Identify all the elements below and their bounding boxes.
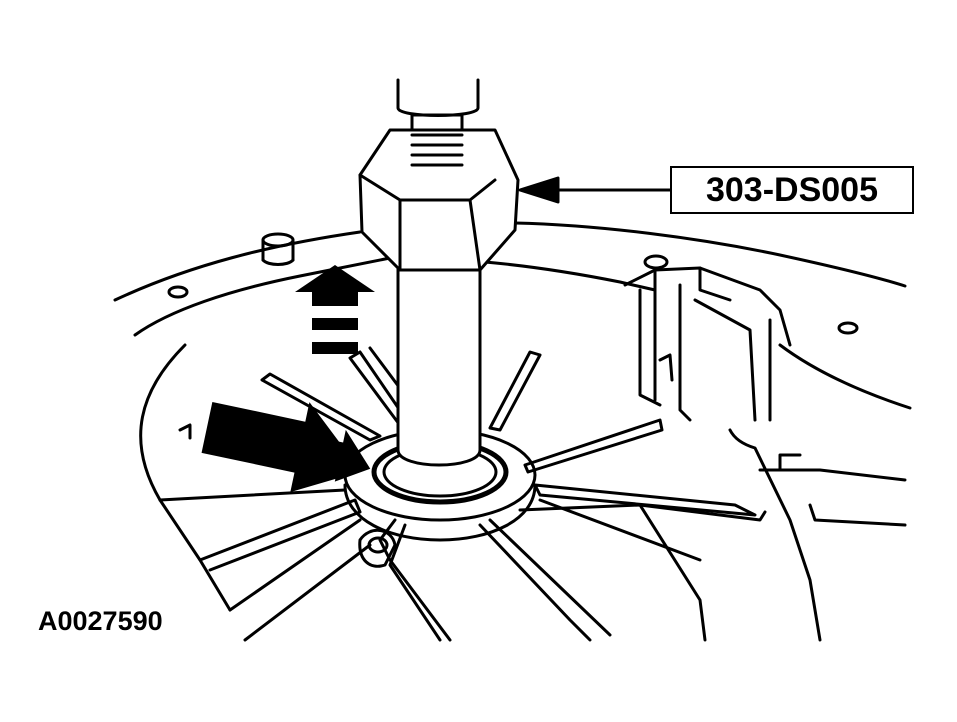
dowel-pin — [261, 232, 295, 266]
housing-boss — [623, 266, 907, 642]
tool-number-callout: 303-DS005 — [670, 166, 914, 214]
tool-number-label: 303-DS005 — [705, 170, 878, 209]
transmission-housing — [113, 221, 912, 612]
bolt-boss — [358, 529, 397, 568]
seal-remover-tool — [358, 78, 520, 467]
upward-motion-arrow-icon — [295, 265, 375, 354]
figure-id-label: A0027590 — [38, 606, 163, 636]
callout-leader — [518, 176, 672, 204]
seal-location-arrow-icon — [201, 401, 371, 493]
